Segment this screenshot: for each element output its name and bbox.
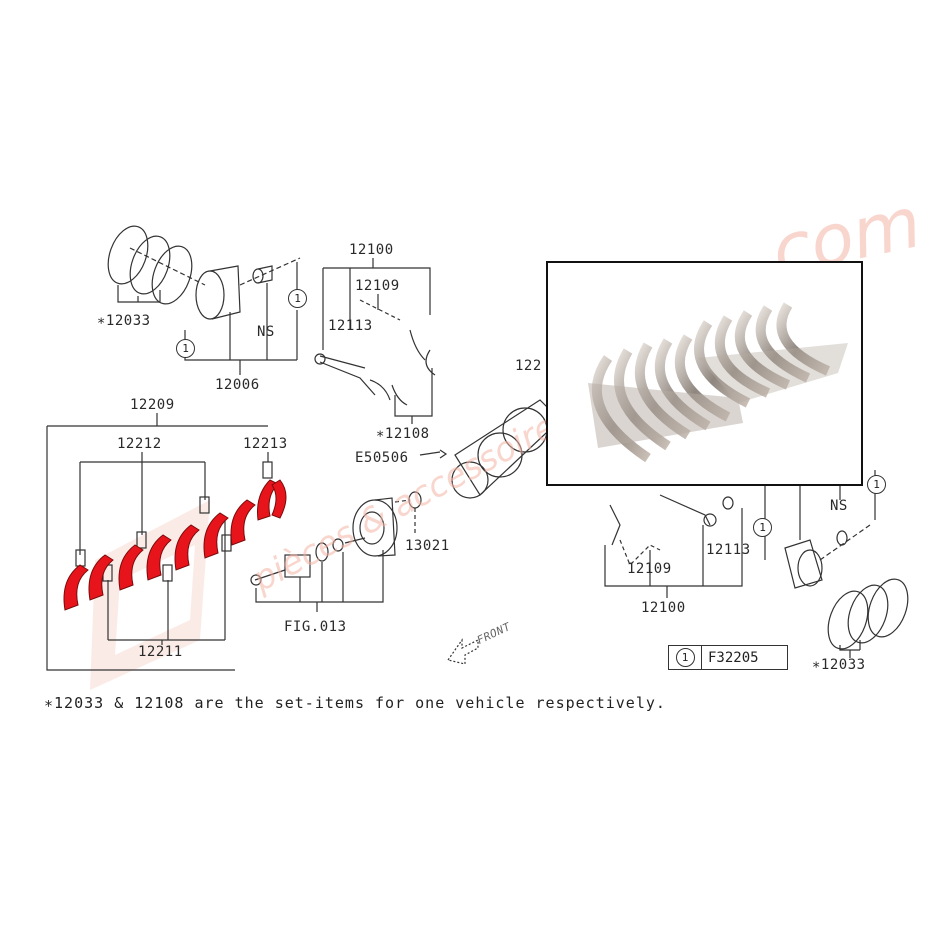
legend-marker: 1: [669, 646, 702, 669]
label-rod-assy-top[interactable]: 12100: [349, 242, 394, 258]
circle-ref-marker: 1: [176, 339, 195, 358]
reference-legend: 1 F32205: [668, 645, 788, 670]
label-fig-ref[interactable]: FIG.013: [284, 619, 347, 635]
label-rod-bushing-top[interactable]: 12113: [328, 318, 373, 334]
circle-ref-marker: 1: [288, 289, 307, 308]
circle-ref-marker: 1: [753, 518, 772, 537]
bearing-bracket: [46, 413, 273, 671]
label-rod-assy-bottom[interactable]: 12100: [641, 600, 686, 616]
label-rod-bushing-bottom[interactable]: 12113: [706, 542, 751, 558]
label-bearing-main[interactable]: 12212: [117, 436, 162, 452]
conrod-top: [314, 258, 436, 424]
label-piston-left[interactable]: 12006: [215, 377, 260, 393]
piston-left: [184, 257, 301, 375]
label-rod-bolt-bottom[interactable]: 12109: [627, 561, 672, 577]
label-crank-partial[interactable]: 122: [515, 358, 542, 374]
label-bearing-lower[interactable]: 12211: [138, 644, 183, 660]
label-ring-set-left[interactable]: ∗12033: [97, 313, 151, 329]
circle-ref-marker: 1: [675, 648, 695, 667]
label-ring-set-right[interactable]: ∗12033: [812, 657, 866, 673]
legend-code: F32205: [708, 649, 759, 666]
label-rod-bolt-top[interactable]: 12109: [355, 278, 400, 294]
label-bearing-thrust[interactable]: 12213: [243, 436, 288, 452]
label-bearing-set[interactable]: 12209: [130, 397, 175, 413]
red-highlighted-bearings: [63, 479, 287, 611]
piston-rings-left: [107, 225, 206, 305]
bearing-shells-image: [588, 302, 848, 463]
pulley: [352, 491, 422, 557]
label-ns-left: NS: [257, 324, 275, 340]
product-photo-main-bearings: [546, 261, 863, 486]
label-rod-bearing-set[interactable]: ∗12108: [376, 426, 430, 442]
label-key[interactable]: E50506: [355, 450, 409, 466]
conrod-bottom: [604, 494, 743, 598]
front-arrow-icon: [447, 638, 479, 665]
circle-ref-marker: 1: [867, 475, 886, 494]
label-ns-right: NS: [830, 498, 848, 514]
label-washer[interactable]: 13021: [405, 538, 450, 554]
fig013-parts: [250, 537, 384, 612]
footnote: ∗12033 & 12108 are the set-items for one…: [44, 694, 666, 712]
